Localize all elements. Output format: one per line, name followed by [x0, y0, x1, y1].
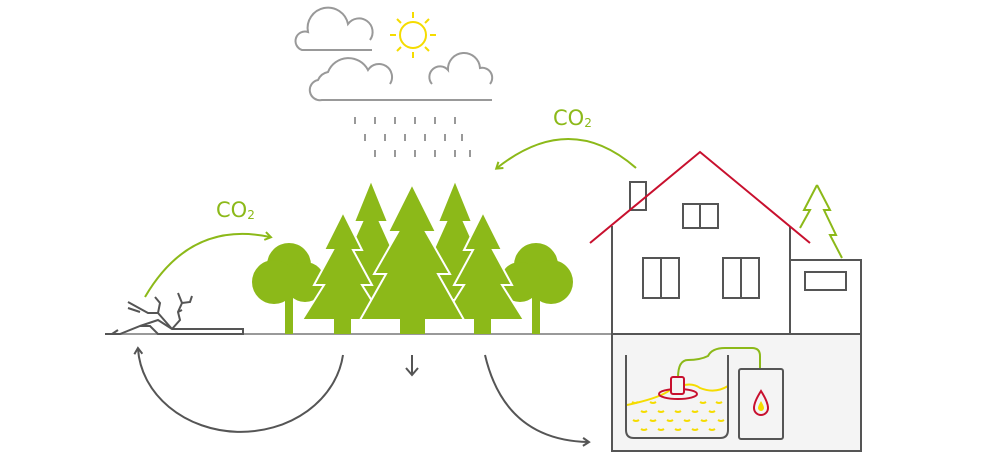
co2-arrow-house — [494, 138, 637, 170]
sun-icon — [390, 12, 436, 58]
dead-tree-icon — [105, 292, 244, 335]
rain-icon — [354, 117, 471, 157]
roof — [589, 150, 811, 244]
basement — [611, 333, 862, 452]
down-arrow-icon — [405, 355, 419, 377]
co2-label-text: CO — [216, 198, 248, 222]
flame-icon — [752, 389, 770, 416]
house-icon — [611, 181, 862, 335]
co2-label-subscript: 2 — [584, 116, 592, 130]
co2-arrow-forest — [144, 231, 273, 298]
flow-arrow-to-basement — [484, 354, 591, 447]
round-tree-left — [252, 243, 325, 334]
co2-label-house: CO2 — [553, 106, 592, 130]
boiler — [738, 368, 784, 440]
forest-icon — [252, 177, 573, 334]
small-cloud-icon — [294, 6, 374, 51]
round-tree-right — [500, 243, 573, 334]
co2-label-forest: CO2 — [216, 198, 255, 222]
cycle-arrow-left — [133, 346, 344, 433]
rain-cloud-icon — [308, 52, 494, 102]
oil-tank — [625, 347, 761, 439]
small-fir-tree-icon — [799, 184, 843, 259]
co2-label-text: CO — [553, 106, 585, 130]
co2-label-subscript: 2 — [247, 208, 255, 222]
